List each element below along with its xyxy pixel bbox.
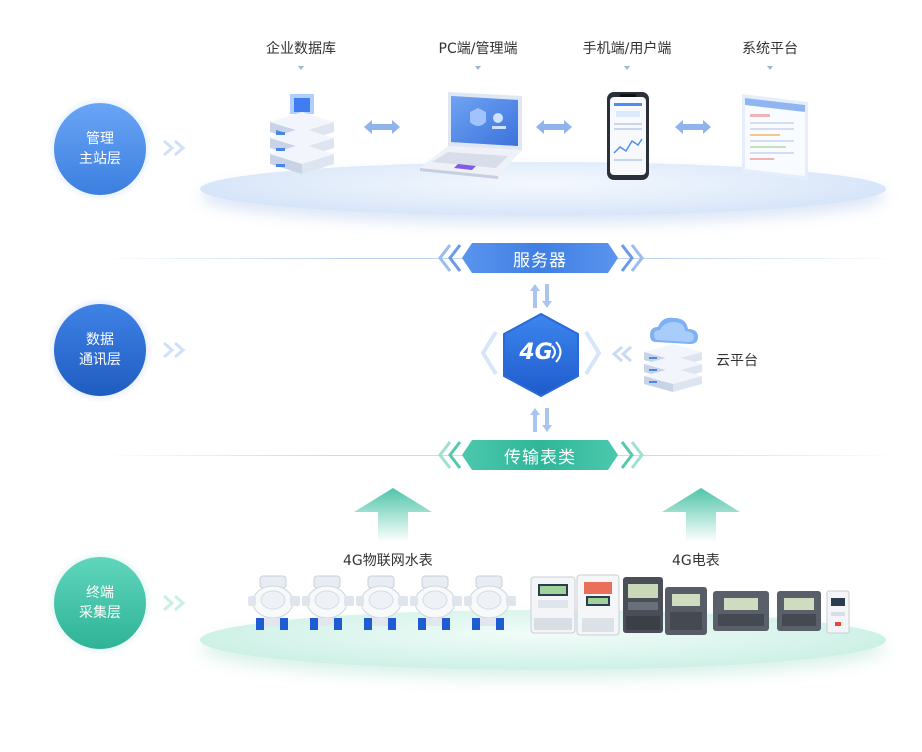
layer-communication-line2: 通讯层: [79, 352, 121, 368]
4g-hub-hexagon-icon: [503, 313, 579, 397]
mobile-phone-icon: [607, 92, 649, 180]
layer-communication-line1: 数据: [86, 332, 114, 348]
layer-badge-management: 管理主站层: [54, 103, 146, 195]
water-meter-icon: [302, 575, 354, 630]
upward-arrow-icon: [662, 488, 740, 542]
vertical-bidirectional-arrow-icon: [530, 408, 552, 432]
layer-badge-communication: 数据通讯层: [54, 304, 146, 396]
water-meter-icon: [464, 575, 516, 630]
upward-arrow-icon: [354, 488, 432, 542]
label-electric-meter: 4G电表: [672, 553, 720, 569]
water-meter-icon: [248, 575, 300, 630]
hub-side-chevron-right-icon: [584, 330, 602, 376]
label-water-meter: 4G物联网水表: [343, 553, 433, 569]
din-rail-meter-icon: [826, 590, 850, 634]
caret-down-icon: [624, 66, 630, 70]
bidirectional-arrow-icon: [536, 120, 572, 134]
layer-terminal-line1: 终端: [86, 585, 114, 601]
water-meter-icon: [356, 575, 408, 630]
chevron-right-icon: [163, 139, 186, 157]
layer-management-line2: 主站层: [79, 151, 121, 167]
hub-4g-label: 4G: [519, 340, 553, 365]
electric-meter-icon: [665, 587, 707, 635]
layer-badge-terminal: 终端采集层: [54, 557, 146, 649]
banner-right-chevrons-icon: [620, 441, 644, 469]
electric-meter-icon: [623, 577, 663, 633]
layer-management-line1: 管理: [86, 131, 114, 147]
laptop-icon: [420, 92, 522, 179]
chevron-right-icon: [163, 594, 186, 612]
cloud-platform-label: 云平台: [716, 353, 758, 369]
banner-left-chevrons-icon: [438, 441, 462, 469]
hub-side-chevron-left-icon: [480, 330, 498, 376]
system-platform-icon: [742, 94, 808, 180]
electric-meter-icon: [713, 591, 769, 631]
banner-transmission: 传输表类: [462, 440, 618, 470]
banner-right-chevrons-icon: [620, 244, 644, 272]
cloud-server-icon: [644, 317, 702, 392]
chevron-right-icon: [163, 341, 186, 359]
label-enterprise-database: 企业数据库: [266, 41, 336, 57]
caret-down-icon: [298, 66, 304, 70]
electric-meter-icon: [777, 591, 821, 631]
caret-down-icon: [767, 66, 773, 70]
electric-meter-icon: [576, 574, 620, 636]
vertical-bidirectional-arrow-icon: [530, 284, 552, 308]
bidirectional-arrow-icon: [675, 120, 711, 134]
banner-left-chevrons-icon: [438, 244, 462, 272]
banner-server: 服务器: [462, 243, 618, 273]
caret-down-icon: [475, 66, 481, 70]
label-mobile-user: 手机端/用户端: [582, 41, 672, 57]
bidirectional-arrow-icon: [364, 120, 400, 134]
water-meter-icon: [410, 575, 462, 630]
label-system-platform: 系统平台: [742, 41, 798, 57]
arrow-left-icon: [612, 346, 632, 362]
label-pc-admin: PC端/管理端: [438, 41, 518, 57]
layer-terminal-line2: 采集层: [79, 605, 121, 621]
electric-meter-icon: [530, 576, 576, 634]
database-server-icon: [270, 94, 334, 174]
